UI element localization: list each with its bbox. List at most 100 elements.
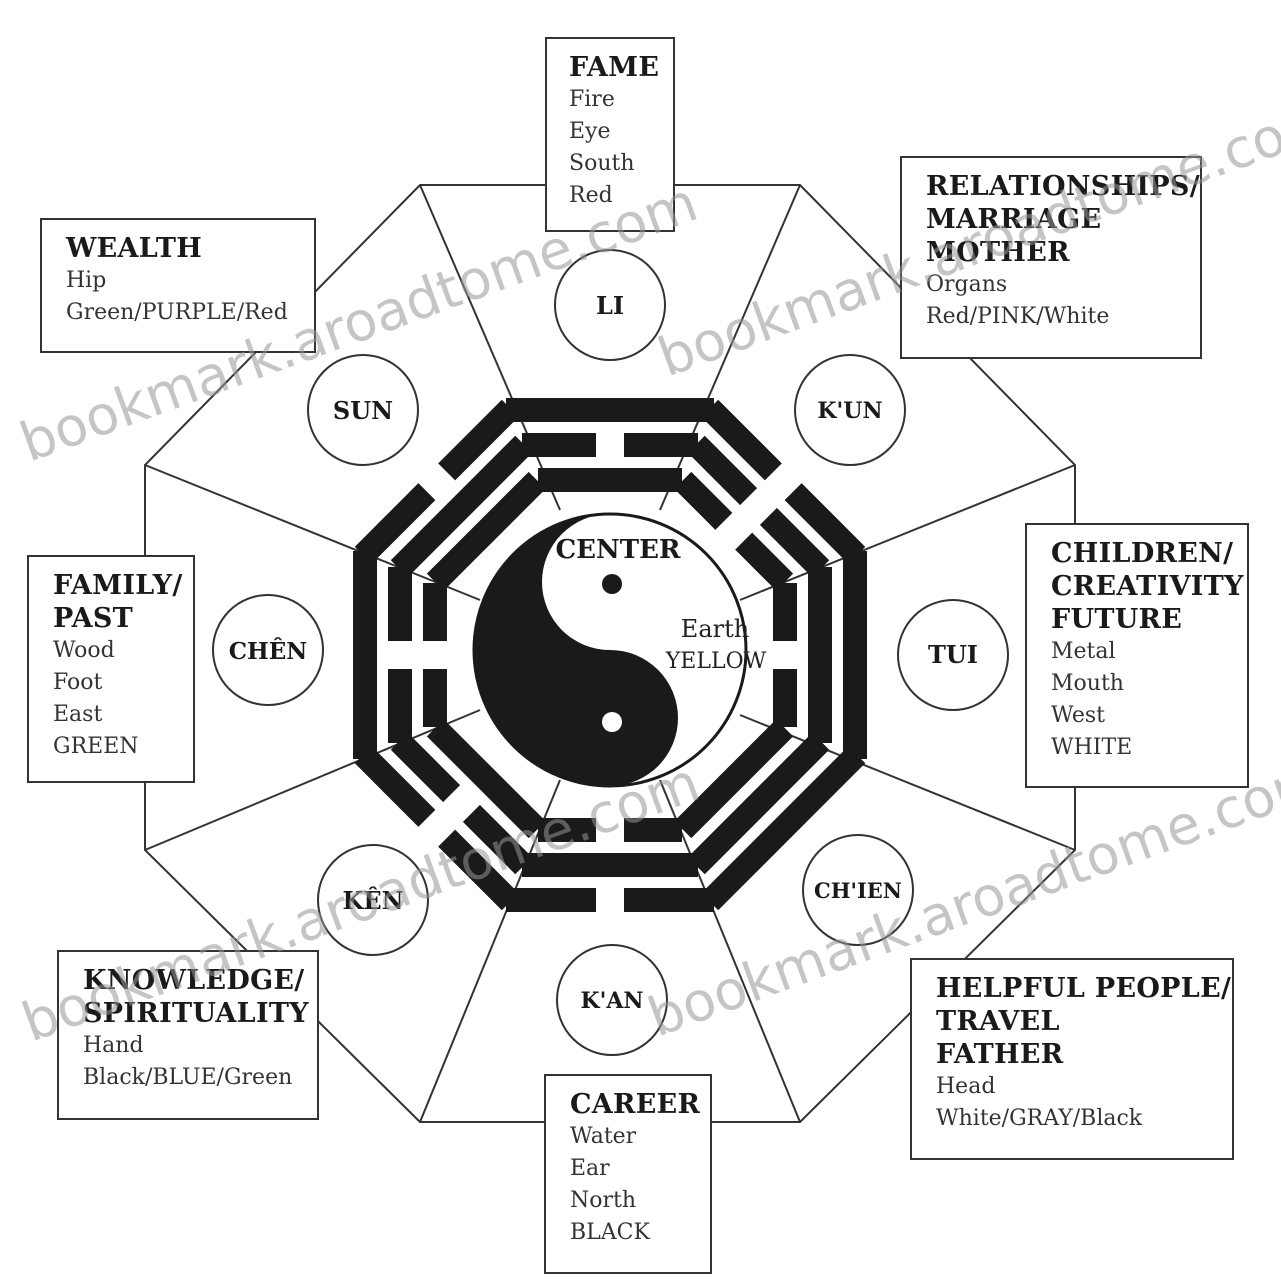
area-line: West — [1051, 703, 1105, 728]
area-box-relationships: RELATIONSHIPS/ MARRIAGE MOTHER Organs Re… — [900, 156, 1202, 359]
yin-yang-symbol — [472, 512, 748, 788]
area-box-fame: FAME Fire Eye South Red — [545, 37, 675, 232]
area-box-career: CAREER Water Ear North BLACK — [544, 1074, 712, 1274]
area-line: Wood — [53, 638, 115, 663]
area-line: Red — [569, 183, 613, 208]
sector-dividers — [144, 184, 1076, 1123]
area-title: WEALTH — [66, 233, 203, 264]
area-title: FUTURE — [1051, 604, 1183, 635]
area-line: Red/PINK/White — [926, 304, 1110, 329]
area-line: Metal — [1051, 639, 1116, 664]
trigram-bars — [353, 398, 867, 912]
trigram-line — [687, 435, 758, 506]
trigram-line — [624, 888, 714, 912]
area-title: PAST — [53, 603, 134, 634]
trigram-circle-kan: K'AN — [556, 944, 668, 1056]
trigram-line — [522, 853, 698, 877]
trigram-line — [390, 732, 461, 803]
area-line: Hand — [83, 1033, 144, 1058]
trigram-line — [438, 829, 519, 911]
trigram-line — [808, 567, 832, 743]
trigram-line — [388, 567, 412, 641]
trigram-circle-sun: SUN — [307, 354, 419, 466]
trigram-line — [735, 532, 794, 591]
area-line: Head — [936, 1074, 996, 1099]
area-title: TRAVEL — [936, 1006, 1060, 1037]
trigram-line — [423, 669, 447, 727]
area-title: SPIRITUALITY — [83, 998, 309, 1029]
trigram-line — [506, 888, 596, 912]
area-line: WHITE — [1051, 735, 1133, 760]
trigram-circle-chien: CH'IEN — [802, 834, 914, 946]
area-line: Mouth — [1051, 671, 1124, 696]
area-box-wealth: WEALTH Hip Green/PURPLE/Red — [40, 218, 316, 353]
trigram-label-tui: TUI — [928, 640, 978, 669]
trigram-circle-li: LI — [554, 249, 666, 361]
trigram-circle-kun: K'UN — [794, 354, 906, 466]
trigram-circle-chen: CHÊN — [212, 594, 324, 706]
trigram-line — [773, 583, 797, 641]
trigram-line — [354, 746, 436, 827]
trigram-line — [388, 669, 412, 743]
area-box-knowledge: KNOWLEDGE/ SPIRITUALITY Hand Black/BLUE/… — [57, 950, 319, 1120]
area-line: South — [569, 151, 635, 176]
area-title: FAME — [569, 52, 660, 83]
trigram-line — [784, 483, 866, 564]
trigram-line — [624, 818, 682, 842]
center-label: CENTER — [555, 535, 680, 565]
trigram-line — [701, 399, 782, 481]
area-line: BLACK — [570, 1220, 650, 1245]
area-title: RELATIONSHIPS/ — [926, 171, 1200, 202]
trigram-line — [426, 719, 546, 839]
area-line: White/GRAY/Black — [936, 1106, 1143, 1131]
trigram-line — [438, 399, 519, 481]
area-title: MOTHER — [926, 237, 1070, 268]
area-title: MARRIAGE — [926, 204, 1102, 235]
area-box-children: CHILDREN/ CREATIVITY FUTURE Metal Mouth … — [1025, 523, 1249, 788]
trigram-line — [773, 669, 797, 727]
trigram-label-sun: SUN — [333, 396, 393, 425]
area-line: Eye — [569, 119, 611, 144]
area-title: HELPFUL PEOPLE/ — [936, 973, 1232, 1004]
trigram-label-li: LI — [596, 291, 624, 320]
area-line: Fire — [569, 87, 615, 112]
trigram-line — [354, 483, 436, 564]
trigram-line — [759, 507, 830, 578]
area-line: Foot — [53, 670, 103, 695]
area-line: GREEN — [53, 734, 139, 759]
trigram-line — [462, 804, 533, 875]
trigram-line — [843, 551, 867, 759]
area-title: CAREER — [570, 1089, 701, 1120]
area-box-family: FAMILY/ PAST Wood Foot East GREEN — [27, 555, 195, 783]
area-title: CREATIVITY — [1051, 571, 1244, 602]
trigram-line — [538, 468, 682, 492]
trigram-circle-tui: TUI — [897, 599, 1009, 711]
trigram-line — [426, 471, 546, 591]
area-line: East — [53, 702, 103, 727]
trigram-line — [423, 583, 447, 641]
trigram-label-ken: KÊN — [342, 886, 403, 915]
area-box-helpful-people: HELPFUL PEOPLE/ TRAVEL FATHER Head White… — [910, 958, 1234, 1160]
area-title: CHILDREN/ — [1051, 538, 1234, 569]
trigram-label-chien: CH'IEN — [814, 878, 902, 903]
area-line: North — [570, 1188, 637, 1213]
area-title: KNOWLEDGE/ — [83, 965, 305, 996]
trigram-line — [674, 719, 794, 839]
trigram-line — [522, 433, 596, 457]
center-element: Earth — [681, 615, 749, 643]
trigram-line — [701, 746, 866, 911]
trigram-circle-ken: KÊN — [317, 844, 429, 956]
trigram-label-chen: CHÊN — [229, 638, 308, 665]
trigram-line — [538, 818, 596, 842]
area-line: Black/BLUE/Green — [83, 1065, 293, 1090]
trigram-line — [506, 398, 714, 422]
trigram-label-kun: K'UN — [817, 398, 882, 424]
area-line: Ear — [570, 1156, 610, 1181]
area-line: Green/PURPLE/Red — [66, 300, 288, 325]
trigram-line — [390, 435, 533, 578]
center-color: YELLOW — [665, 649, 767, 674]
trigram-line — [353, 551, 377, 759]
area-line: Hip — [66, 268, 107, 293]
area-title: FATHER — [936, 1039, 1064, 1070]
